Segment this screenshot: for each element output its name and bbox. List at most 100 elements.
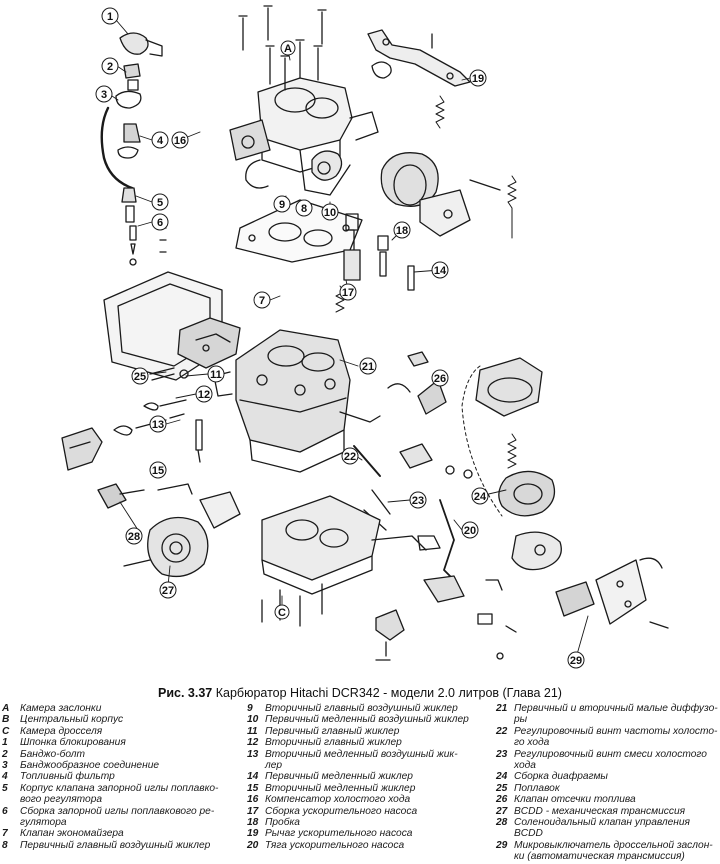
legend-text: го хода xyxy=(514,737,550,749)
legend-key xyxy=(496,851,514,862)
fuel-inlet-parts-drawing xyxy=(100,32,163,223)
figure-caption-text: Карбюратор Hitachi DCR342 - модели 2.0 л… xyxy=(215,686,562,700)
leader-lines xyxy=(111,19,589,659)
legend-text: Шпонка блокирования xyxy=(20,737,126,749)
callout-label-8: 8 xyxy=(301,203,307,215)
legend-key: 25 xyxy=(496,782,508,794)
top-screws-drawing xyxy=(238,5,327,91)
callout-17 xyxy=(339,283,357,301)
legend-key: 22 xyxy=(496,725,508,737)
callout-4 xyxy=(151,131,169,149)
callout-7 xyxy=(253,291,271,309)
legend-key: 19 xyxy=(247,828,259,840)
accelerator-pump-lever-drawing xyxy=(367,29,471,129)
callout-15 xyxy=(149,461,167,479)
legend-text: BCDD xyxy=(514,828,543,840)
callout-label-10: 10 xyxy=(324,207,336,219)
callout-11 xyxy=(207,365,225,383)
callout-label-12: 12 xyxy=(198,389,210,401)
legend-text: Микровыключатель дроссельной заслон- xyxy=(514,839,713,851)
throttle-chamber-drawing xyxy=(261,495,455,627)
legend-text: Пробка xyxy=(265,817,300,829)
jets-drawing xyxy=(61,351,473,531)
legend-key: 27 xyxy=(496,805,508,817)
callout-21 xyxy=(359,357,377,375)
callout-label-3: 3 xyxy=(101,89,107,101)
callout-A xyxy=(280,40,296,56)
legend-text: Вторичный главный воздушный жиклер xyxy=(265,703,458,714)
legend-text: Рычаг ускорительного насоса xyxy=(265,828,413,840)
callout-24 xyxy=(471,487,489,505)
legend-key xyxy=(496,828,514,839)
legend-key xyxy=(496,737,514,748)
throttle-linkage-drawing xyxy=(375,575,517,661)
legend-key: 16 xyxy=(247,794,259,806)
legend-item: ки (автоматическая трансмиссия) xyxy=(496,851,718,862)
legend-item: го хода xyxy=(496,737,718,748)
callout-label-25: 25 xyxy=(134,371,146,383)
callout-label-18: 18 xyxy=(396,225,408,237)
needle-valve-drawing xyxy=(129,225,167,266)
micro-switch-drawing xyxy=(555,557,669,629)
figure-caption-label: Рис. 3.37 xyxy=(158,686,213,700)
callout-2 xyxy=(101,57,119,75)
legend-text: Первичный медленный воздушный жиклер xyxy=(265,714,469,726)
legend-key: B xyxy=(2,714,10,726)
legend-key: 6 xyxy=(2,805,8,817)
legend-key: 28 xyxy=(496,817,508,829)
legend-text: Клапан экономайзера xyxy=(20,828,124,840)
legend-key: A xyxy=(2,703,10,714)
callout-label-24: 24 xyxy=(474,491,487,503)
callout-label-23: 23 xyxy=(412,495,424,507)
legend-item: хода xyxy=(496,760,718,771)
legend-item: 26 Клапан отсечки топлива xyxy=(496,794,718,805)
legend-key: C xyxy=(2,725,10,737)
legend-key: 26 xyxy=(496,794,508,806)
callout-label-29: 29 xyxy=(570,655,582,667)
legend-item: 16 Компенсатор холостого хода xyxy=(247,794,489,805)
legend-text: Центральный корпус xyxy=(20,714,124,726)
callout-5 xyxy=(151,193,169,211)
legend-text: Вторичный медленный воздушный жик- xyxy=(265,748,458,760)
legend-text: вого регулятора xyxy=(20,794,103,806)
legend-key: 23 xyxy=(496,748,508,760)
legend-item: 3 Банджообразное соединение xyxy=(2,760,240,771)
callout-markers xyxy=(95,7,585,669)
legend-text: Сборка ускорительного насоса xyxy=(265,805,418,817)
callout-20 xyxy=(461,521,479,539)
legend-text: ки (автоматическая трансмиссия) xyxy=(514,851,685,863)
legend-text: Клапан отсечки топлива xyxy=(514,794,636,806)
callout-28 xyxy=(125,527,143,545)
legend-text: Компенсатор холостого хода xyxy=(265,794,411,806)
legend-item: 19 Рычаг ускорительного насоса xyxy=(247,828,489,839)
figure-caption: Рис. 3.37 Карбюратор Hitachi DCR342 - мо… xyxy=(0,686,720,700)
legend-key xyxy=(247,760,265,771)
legend-item: ры xyxy=(496,714,718,725)
callout-13 xyxy=(149,415,167,433)
callout-3 xyxy=(95,85,113,103)
float-chamber-cover-drawing xyxy=(103,271,241,381)
legend-key: 3 xyxy=(2,760,8,772)
legend-text: Вторичный медленный жиклер xyxy=(265,782,416,794)
legend-key xyxy=(2,794,20,805)
legend-text: Первичный медленный жиклер xyxy=(265,771,413,783)
callout-16 xyxy=(171,131,189,149)
legend-text: Банджообразное соединение xyxy=(20,760,160,772)
callout-18 xyxy=(393,221,411,239)
legend-text: Топливный фильтр xyxy=(20,771,115,783)
callout-label-22: 22 xyxy=(344,451,356,463)
callout-label-5: 5 xyxy=(157,197,163,209)
choke-chamber-drawing xyxy=(229,77,379,196)
